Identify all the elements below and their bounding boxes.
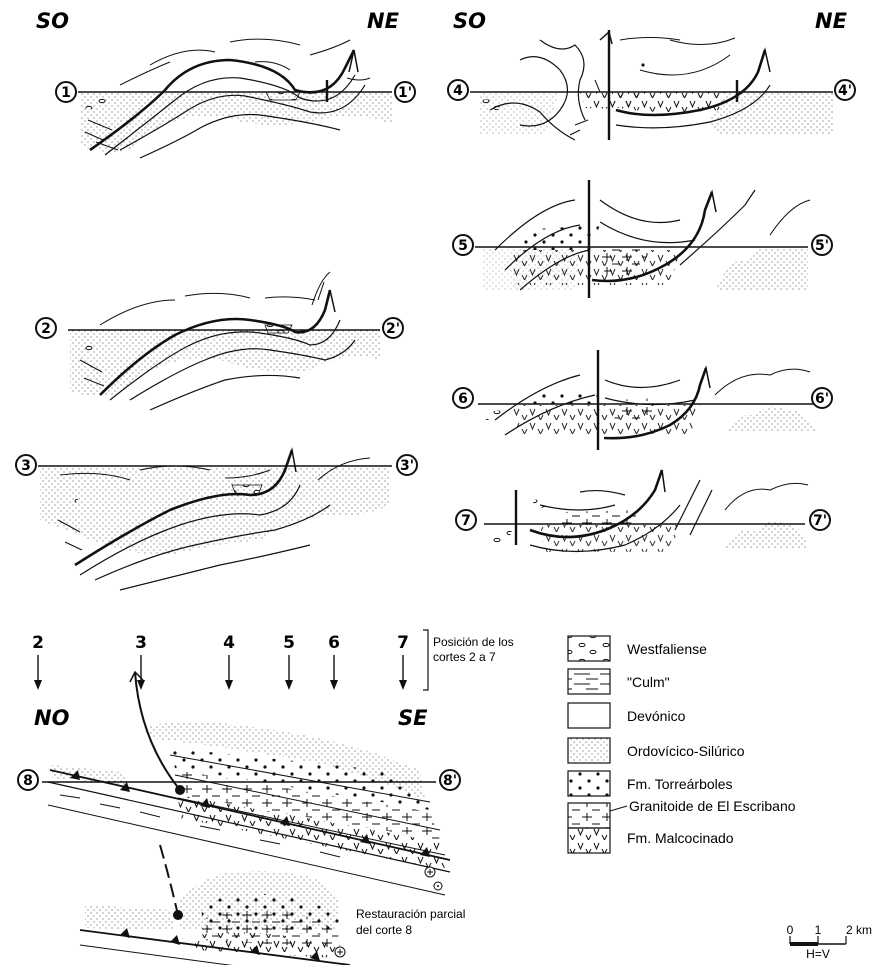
section-3-start-marker: 3 (16, 455, 36, 475)
section-8-start-marker: 8 (18, 770, 38, 790)
cross-section-7 (484, 470, 808, 552)
position-note-line2: cortes 2 a 7 (433, 650, 496, 664)
orientation-label-no: NO (34, 706, 70, 730)
legend-label-westfaliense: Westfaliense (627, 641, 707, 657)
scale-label-one: 1 (815, 923, 822, 937)
section-4-end-marker: 4' (835, 80, 855, 100)
cross-section-4 (470, 30, 833, 140)
scale-ratio-label: H=V (806, 947, 830, 961)
svg-text:7: 7 (461, 513, 471, 529)
cross-section-5 (475, 180, 810, 298)
section-6-end-marker: 6' (812, 388, 832, 408)
legend-label-malcocinado: Fm. Malcocinado (627, 830, 734, 846)
legend-label-granitoide: Granitoide de El Escribano (629, 798, 796, 814)
svg-text:4: 4 (453, 83, 463, 99)
orientation-label-se: SE (398, 706, 428, 730)
cross-section-2 (68, 272, 380, 410)
orientation-label-so: SO (36, 9, 69, 33)
position-label-3: 3 (135, 633, 147, 653)
svg-text:6: 6 (458, 391, 468, 407)
section-7-end-marker: 7' (810, 510, 830, 530)
legend: Westfaliense "Culm" Devónico Ordovícico-… (568, 636, 796, 853)
section-4-start-marker: 4 (448, 80, 468, 100)
svg-text:8: 8 (23, 773, 33, 789)
section-5-end-marker: 5' (812, 235, 832, 255)
legend-swatch-devonico (568, 703, 610, 728)
section-7-start-marker: 7 (456, 510, 476, 530)
svg-text:2': 2' (386, 321, 400, 337)
svg-text:8': 8' (443, 773, 457, 789)
orientation-label-ne: NE (815, 9, 848, 33)
svg-text:7': 7' (813, 513, 827, 529)
restoration-label-line2: del corte 8 (356, 923, 412, 937)
position-label-2: 2 (32, 633, 44, 653)
svg-text:5': 5' (815, 238, 829, 254)
legend-swatch-culm (568, 669, 610, 694)
section-position-markers: 2 3 4 5 6 7 Posición de los cortes 2 a 7 (32, 630, 514, 690)
position-note-line1: Posición de los (433, 635, 514, 649)
restoration-label-line1: Restauración parcial (356, 907, 465, 921)
section-5-start-marker: 5 (453, 235, 473, 255)
svg-text:2: 2 (41, 321, 51, 337)
svg-text:5: 5 (458, 238, 468, 254)
scale-bar: 0 1 2 km H=V (787, 923, 872, 961)
svg-text:6': 6' (815, 391, 829, 407)
section-1-start-marker: 1 (56, 82, 76, 102)
legend-swatch-granitoide (568, 803, 610, 828)
legend-swatch-westfaliense (568, 636, 610, 661)
section-6-start-marker: 6 (453, 388, 473, 408)
position-label-5: 5 (283, 633, 295, 653)
position-label-4: 4 (223, 633, 235, 653)
section-8-end-marker: 8' (440, 770, 460, 790)
cross-section-6 (478, 350, 818, 450)
cross-section-1 (78, 39, 392, 158)
svg-text:4': 4' (838, 83, 852, 99)
svg-text:1: 1 (61, 85, 71, 101)
position-label-7: 7 (397, 633, 409, 653)
section-3-end-marker: 3' (397, 455, 417, 475)
scale-label-two: 2 km (846, 923, 872, 937)
legend-swatch-malcocinado (568, 828, 610, 853)
legend-label-torrearboles: Fm. Torreárboles (627, 776, 733, 792)
legend-label-devonico: Devónico (627, 708, 686, 724)
orientation-label-so: SO (453, 9, 486, 33)
svg-text:3': 3' (400, 458, 414, 474)
orientation-label-ne: NE (367, 9, 400, 33)
cross-section-8 (42, 672, 450, 895)
legend-swatch-ordovicico-silurico (568, 738, 610, 763)
legend-swatch-torrearboles (568, 771, 610, 796)
position-label-6: 6 (328, 633, 340, 653)
legend-label-culm: "Culm" (627, 674, 670, 690)
scale-label-zero: 0 (787, 923, 794, 937)
legend-label-ordovicico-silurico: Ordovícico-Silúrico (627, 743, 745, 759)
svg-text:3: 3 (21, 458, 31, 474)
section-2-start-marker: 2 (36, 318, 56, 338)
svg-text:1': 1' (398, 85, 412, 101)
section-1-end-marker: 1' (395, 82, 415, 102)
section-2-end-marker: 2' (383, 318, 403, 338)
cross-section-3 (38, 450, 392, 590)
